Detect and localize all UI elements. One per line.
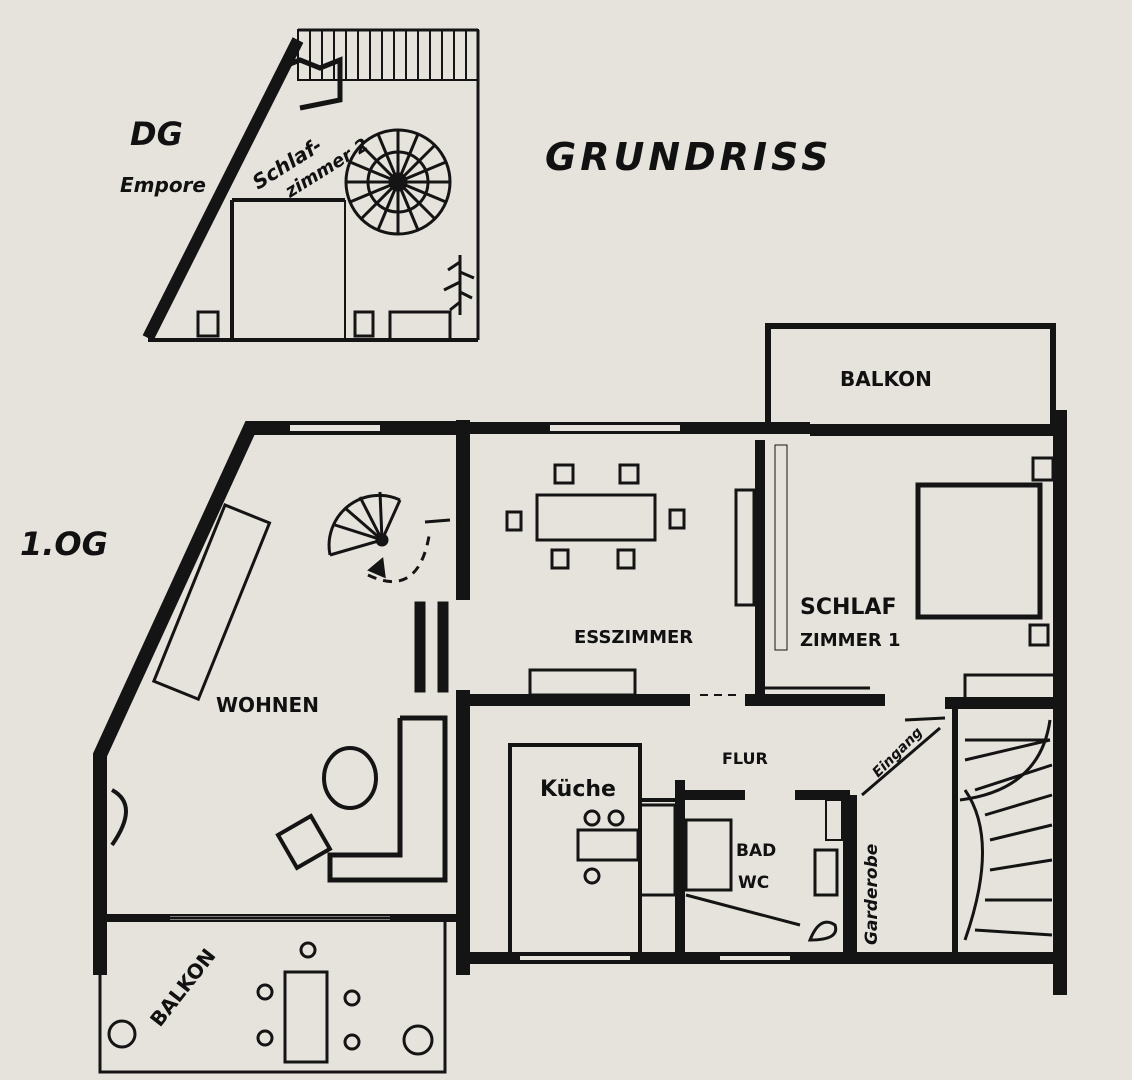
stove-burner-icon	[583, 809, 601, 827]
balkon-chair-icon	[343, 989, 361, 1007]
og-level-label: 1.OG	[20, 525, 108, 563]
chair-icon	[553, 463, 575, 485]
kitchen-island	[576, 828, 640, 862]
garderobe-cabinet	[825, 799, 843, 841]
og-spiral-stair	[327, 491, 451, 584]
dg-top-stair	[297, 29, 479, 81]
stove-burner-icon	[583, 867, 601, 885]
chair-icon	[668, 508, 686, 530]
toilet-icon	[807, 920, 838, 942]
balkon-chair-icon	[343, 1033, 361, 1051]
dg-sublevel-label: Empore	[120, 173, 206, 197]
dg-level-label: DG	[130, 115, 183, 153]
og-main-stair	[952, 705, 1053, 955]
dg-bed	[388, 310, 452, 342]
balkon-table	[283, 970, 329, 1064]
schlaf-desk	[963, 673, 1057, 702]
wohnen-sofa	[151, 503, 272, 702]
room-label-kueche: Küche	[540, 777, 616, 802]
dining-table	[535, 493, 657, 542]
nightstand	[1031, 456, 1055, 482]
dg-spiral-stair	[344, 128, 452, 236]
eingang-arrow	[861, 726, 941, 797]
chair-icon	[505, 510, 523, 532]
stove-burner-icon	[607, 809, 625, 827]
sideboard	[734, 488, 756, 607]
room-label-bad: BAD	[736, 841, 776, 861]
balkon-chair-icon	[256, 983, 274, 1001]
wohnen-armchair	[275, 813, 333, 871]
chair-icon	[616, 548, 636, 570]
room-label-schlafzimmer-1-line2: ZIMMER 1	[800, 630, 901, 651]
bad-sink	[813, 848, 839, 897]
bed	[915, 482, 1043, 620]
balkon-top-area	[765, 323, 1056, 433]
dg-railing	[279, 56, 343, 111]
dg-box-1	[196, 310, 220, 338]
room-label-wohnen: WOHNEN	[216, 693, 319, 717]
balkon-chair-icon	[299, 941, 317, 959]
bathtub	[684, 818, 733, 892]
room-label-flur: FLUR	[722, 749, 768, 768]
og-plan	[93, 323, 1067, 1074]
balkon-plant-icon	[107, 1019, 137, 1049]
essbereich-counter	[528, 668, 637, 697]
balkon-bottom-area	[98, 916, 447, 1074]
wohnen-lamp	[110, 788, 128, 847]
room-label-schlafzimmer-1: SCHLAF	[800, 595, 896, 620]
nightstand	[1028, 623, 1050, 647]
room-label-esszimmer: ESSZIMMER	[574, 627, 693, 648]
dg-plan	[142, 28, 480, 342]
dg-box-2	[353, 310, 375, 338]
kitchen-fridge	[638, 803, 677, 897]
chair-icon	[618, 463, 640, 485]
plant-icon	[443, 255, 475, 315]
balkon-chair-icon	[256, 1029, 274, 1047]
wohnen-table-round	[322, 746, 378, 810]
room-label-wc: WC	[738, 873, 769, 893]
room-label-balkon-top: BALKON	[840, 367, 932, 391]
balkon-plant-icon	[402, 1024, 434, 1056]
chair-icon	[550, 548, 570, 570]
room-label-garderobe: Garderobe	[862, 844, 882, 945]
page-title: GRUNDRISS	[545, 135, 832, 179]
